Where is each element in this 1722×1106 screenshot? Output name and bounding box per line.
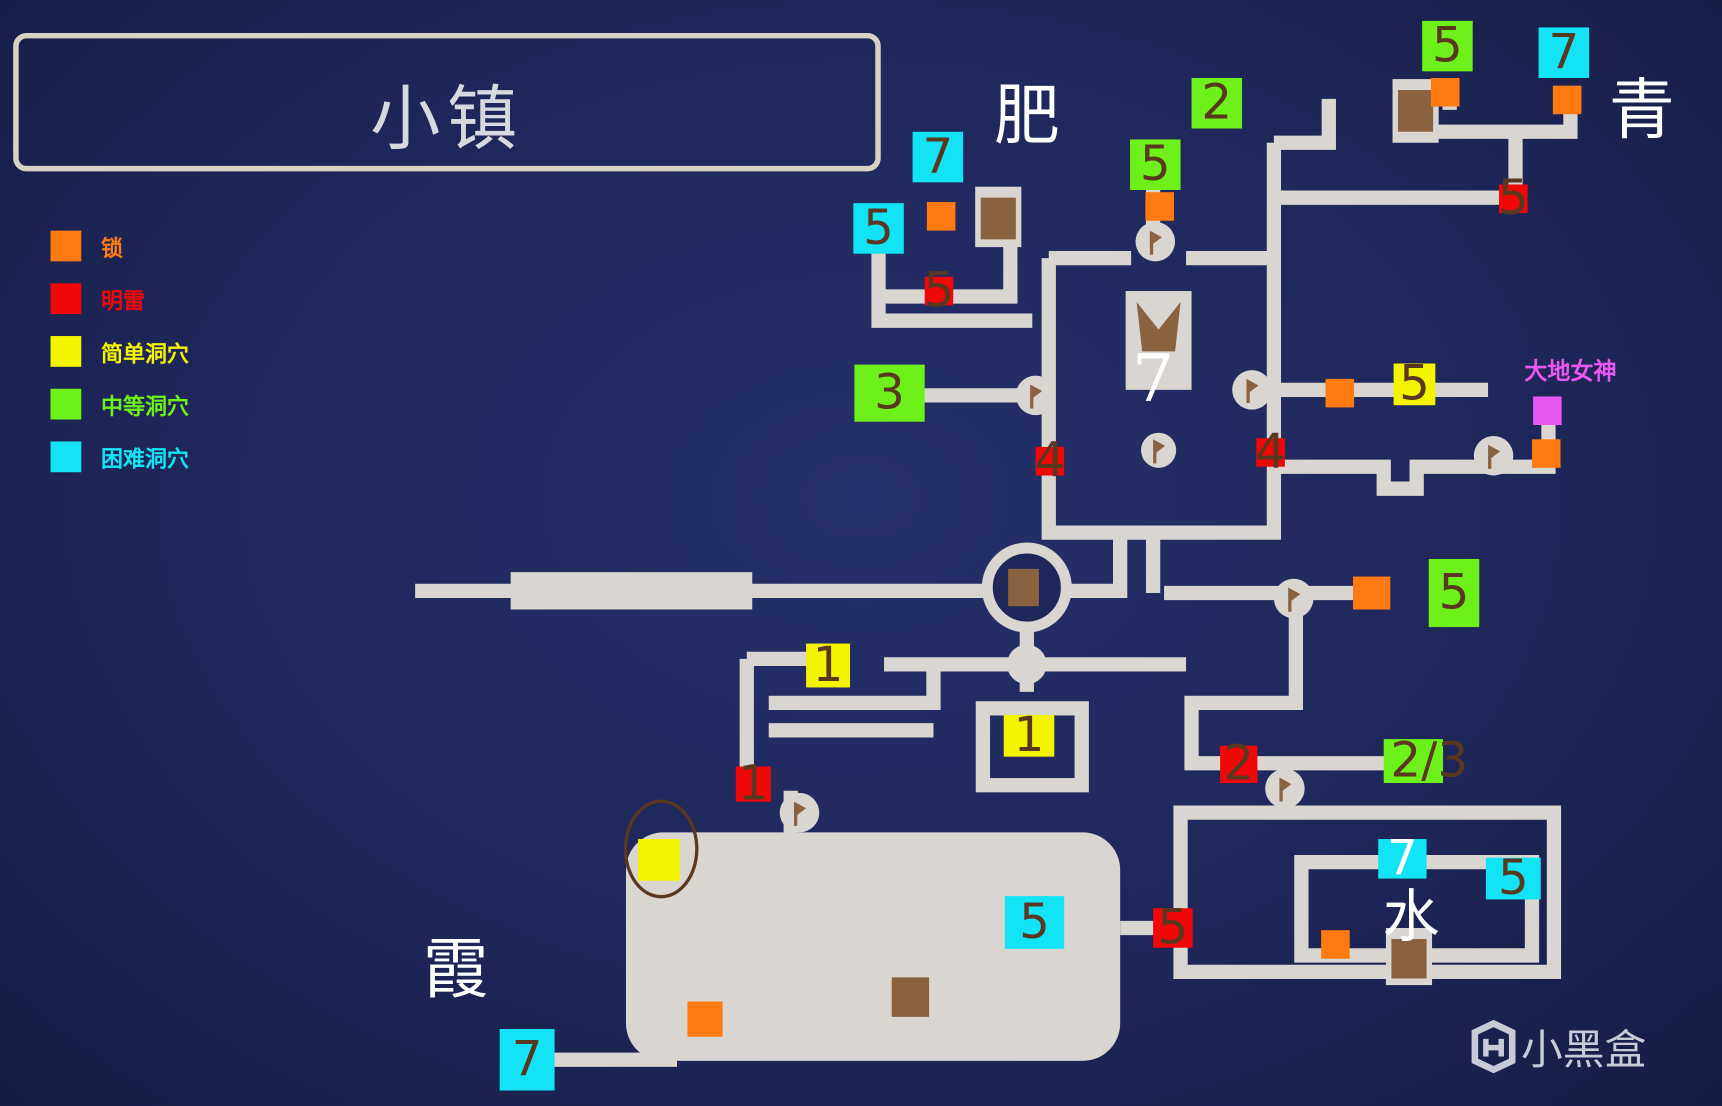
hard-cave-marker[interactable]: 7	[499, 1029, 555, 1091]
medium-swatch	[50, 388, 82, 420]
lock-marker[interactable]	[1321, 930, 1350, 959]
demon-statue-icon	[1136, 302, 1181, 352]
easy-cave-marker[interactable]: 1	[806, 641, 851, 689]
castle-icons	[891, 79, 1439, 1017]
hard-cave-marker[interactable]: 5	[1485, 854, 1541, 902]
lock-marker[interactable]	[1145, 192, 1174, 221]
medium-cave-marker[interactable]: 2	[1191, 77, 1243, 129]
lock-marker[interactable]	[926, 202, 956, 231]
mine-swatch	[50, 283, 82, 315]
mine-marker[interactable]: 1	[735, 759, 771, 808]
lock-marker[interactable]	[1552, 85, 1582, 115]
lock-marker[interactable]	[687, 1001, 723, 1037]
flag-icons	[793, 230, 1501, 826]
easy-cave-marker[interactable]: 5	[1393, 360, 1436, 408]
lock-marker[interactable]	[1325, 378, 1355, 408]
legend-label: 明雷	[101, 289, 145, 314]
medium-cave-marker[interactable]: 5	[1428, 558, 1480, 628]
mine-marker[interactable]: 4	[1034, 432, 1066, 489]
mine-marker[interactable]: 5	[923, 262, 955, 319]
earth-goddess-label: 大地女神	[1524, 358, 1617, 385]
medium-cave-marker[interactable]: 5	[1422, 20, 1473, 72]
lock-marker[interactable]	[1352, 576, 1391, 610]
map-title: 小镇	[370, 79, 524, 161]
handwritten-shui: 水	[1382, 884, 1440, 951]
mine-marker[interactable]: 5	[1497, 170, 1529, 227]
tavern-icon	[1008, 568, 1039, 607]
legend-label: 简单洞穴	[101, 342, 189, 367]
legend: 锁 明雷 简单洞穴 中等洞穴 困难洞穴	[50, 220, 189, 484]
title-banner: 小镇	[13, 32, 881, 172]
legend-label: 中等洞穴	[101, 394, 189, 419]
easy-swatch	[50, 336, 82, 367]
legend-label: 困难洞穴	[101, 447, 189, 472]
circled-highlight	[623, 799, 699, 899]
legend-lock: 锁	[50, 220, 189, 273]
plaza-room	[625, 832, 1121, 1061]
medium-cave-marker[interactable]: 5	[1130, 139, 1181, 190]
legend-easy: 简单洞穴	[50, 325, 189, 378]
mine-marker[interactable]: 4	[1255, 423, 1286, 480]
medium-cave-marker[interactable]: 2/3	[1383, 736, 1468, 785]
handwritten-xia: 霞	[422, 931, 489, 1009]
handwritten-center-number: 7	[1132, 340, 1175, 418]
xiaoheihe-logo-icon	[1471, 1019, 1516, 1073]
mine-marker[interactable]: 2	[1220, 740, 1258, 788]
legend-hard: 困难洞穴	[50, 430, 189, 483]
legend-label: 锁	[101, 236, 123, 261]
watermark-text: 小黑盒	[1521, 1025, 1647, 1075]
hard-cave-marker[interactable]: 7	[1378, 834, 1427, 882]
handwritten-fei: 肥	[993, 77, 1060, 155]
hard-cave-marker[interactable]: 7	[1538, 27, 1590, 78]
medium-cave-marker[interactable]: 3	[854, 364, 925, 422]
hard-cave-marker[interactable]: 5	[853, 203, 904, 254]
lock-swatch	[50, 230, 82, 262]
earth-goddess-marker[interactable]	[1533, 396, 1562, 426]
lock-marker[interactable]	[1531, 439, 1561, 468]
lock-marker[interactable]	[1430, 77, 1460, 107]
legend-medium: 中等洞穴	[50, 378, 189, 431]
hard-swatch	[50, 441, 82, 473]
mine-marker[interactable]: 5	[1153, 903, 1193, 952]
easy-cave-marker[interactable]: 1	[1003, 711, 1055, 759]
watermark: 小黑盒	[1466, 1016, 1646, 1076]
hard-cave-marker[interactable]: 5	[1004, 896, 1065, 949]
handwritten-qing: 青	[1608, 71, 1675, 149]
hard-cave-marker[interactable]: 7	[912, 131, 964, 183]
legend-mine: 明雷	[50, 272, 189, 325]
